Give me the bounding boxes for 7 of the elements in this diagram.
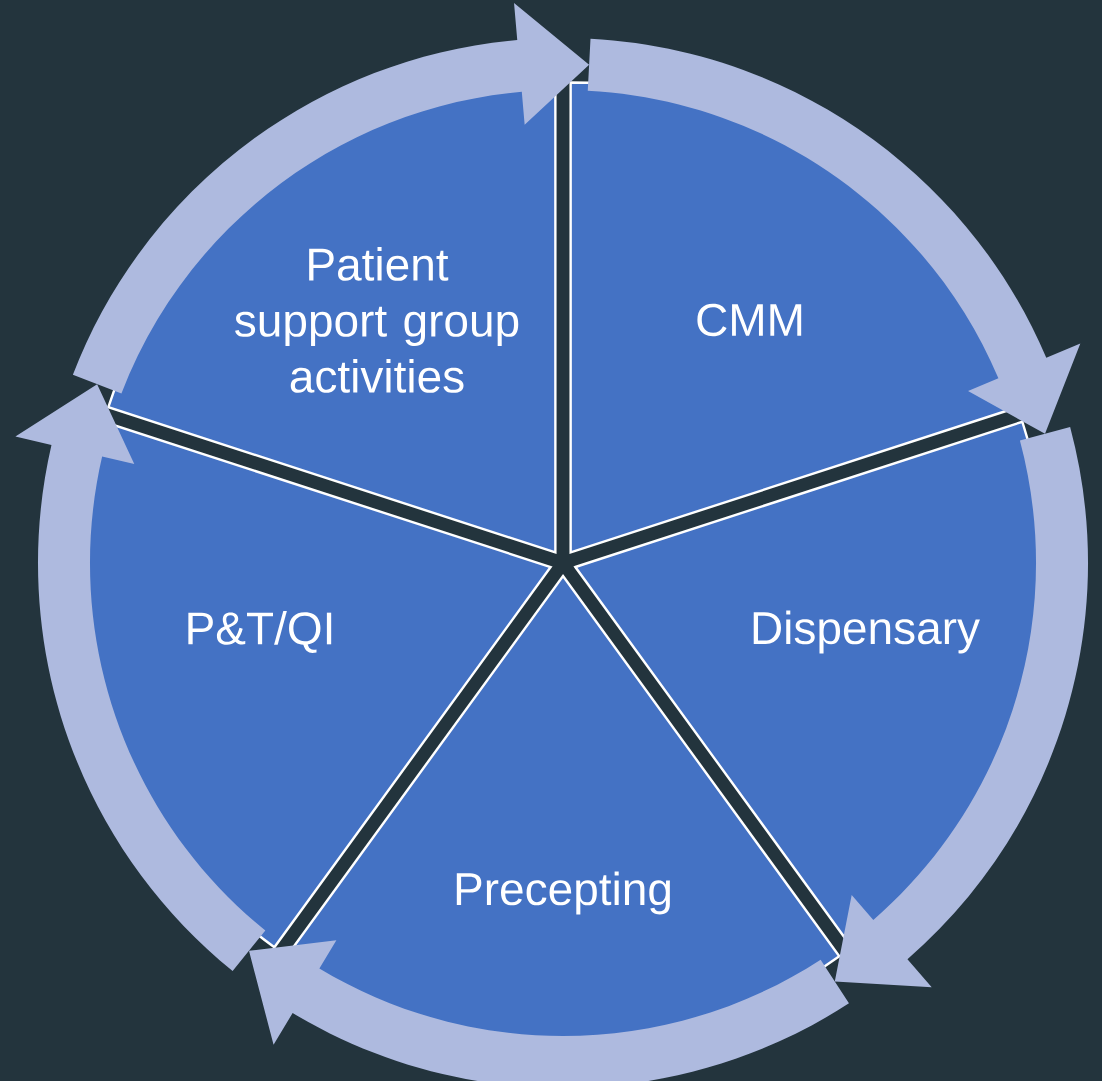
cycle-arrow [587, 38, 1081, 434]
pie-sector: Patient support group activities [107, 81, 557, 554]
cycle-arrow [249, 940, 849, 1081]
cycle-arrow [834, 427, 1088, 988]
pie-sector: CMM [569, 81, 1019, 554]
cycle-arrow [15, 384, 266, 971]
cycle-arrow [72, 3, 590, 394]
